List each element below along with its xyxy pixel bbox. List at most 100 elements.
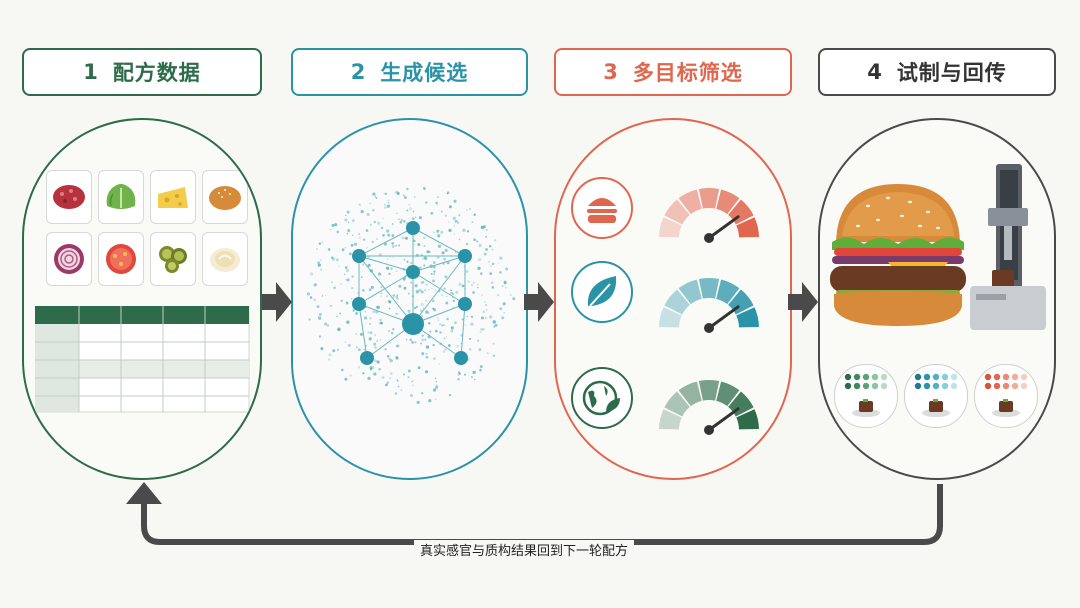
sample-dot [932, 382, 940, 390]
sample-dot [993, 373, 1001, 381]
network-node-hub [402, 313, 424, 335]
gauge-segment [659, 409, 682, 430]
sample-dot [941, 382, 949, 390]
candidate-scatter [306, 186, 516, 405]
sample-cube [999, 401, 1013, 412]
step-4-title: 试制与回传 [896, 61, 1007, 85]
pickles-icon [150, 232, 196, 286]
plate [992, 409, 1020, 417]
sample-dot [1002, 373, 1010, 381]
step-2-title: 生成候选 [380, 61, 469, 85]
burger-icon [571, 177, 633, 239]
taste-gauge [659, 188, 759, 243]
candidate-network [306, 186, 516, 405]
lettuce-icon [98, 170, 144, 224]
sample-dot [984, 382, 992, 390]
gauge-segment [678, 189, 702, 215]
sample-dot [1011, 382, 1019, 390]
gauge-segment [678, 381, 702, 407]
gauge-segment [736, 307, 759, 328]
sample-dot [1020, 373, 1028, 381]
gauge-needle [707, 215, 740, 240]
bun-icon [202, 170, 248, 224]
sample-dot [844, 382, 852, 390]
sample-dots-2 [914, 373, 958, 417]
sample-dot [862, 373, 870, 381]
sample-dot [1011, 373, 1019, 381]
gauge-segment [736, 409, 759, 430]
step-4-panel [818, 118, 1056, 480]
network-node [406, 221, 420, 235]
globe-leaf-icon [571, 367, 633, 429]
network-node [360, 351, 374, 365]
step-3-header: 3 多目标筛选 [554, 48, 792, 96]
gauge-needle [707, 407, 740, 432]
sample-dot [853, 373, 861, 381]
step-3-title: 多目标筛选 [632, 61, 743, 85]
sample-dots-3 [984, 373, 1028, 417]
step-4-header: 4 试制与回传 [818, 48, 1056, 96]
gauge-segment [659, 307, 682, 328]
arrow-2-to-3 [524, 282, 554, 322]
sample-dot [862, 382, 870, 390]
sample-dot [923, 373, 931, 381]
sustainability-gauge [659, 380, 759, 435]
network-node [352, 249, 366, 263]
step-2-header: 2 生成候选 [291, 48, 528, 96]
step-1-panel [22, 118, 262, 480]
beef-mince-icon [46, 170, 92, 224]
gauge-segment [716, 279, 740, 305]
step-3-number: 3 [603, 60, 619, 84]
feedback-label: 真实感官与质构结果回到下一轮配方 [414, 540, 635, 559]
nutrition-gauge [659, 278, 759, 333]
sample-dot [1002, 382, 1010, 390]
onion-icon [46, 232, 92, 286]
gauge-segment [716, 381, 740, 407]
gauge-arc [659, 188, 759, 243]
burger-image [830, 184, 966, 326]
sample-dot [871, 373, 879, 381]
tomato-icon [98, 232, 144, 286]
sample-panel-1 [834, 364, 898, 428]
gauge-segment [698, 188, 720, 209]
sample-dot [932, 373, 940, 381]
step-2-number: 2 [350, 60, 367, 84]
sauce-icon [202, 232, 248, 286]
formula-data-table [35, 306, 250, 413]
step-4-number: 4 [867, 60, 883, 84]
sample-dot [984, 373, 992, 381]
gauge-segment [659, 217, 682, 238]
network-node [406, 265, 420, 279]
step-1-header: 1 配方数据 [22, 48, 262, 96]
burger-criterion-icon [570, 176, 634, 240]
sample-dot [853, 382, 861, 390]
step-3-panel [554, 118, 792, 480]
sample-dot [993, 382, 1001, 390]
gauge-hub [704, 323, 714, 333]
gauge-segment [664, 289, 690, 315]
step-2-panel [291, 118, 528, 480]
gauge-needle [707, 305, 740, 330]
sample-dot [880, 382, 888, 390]
network-node [352, 297, 366, 311]
leaf-criterion-icon [570, 260, 634, 324]
sample-dot [914, 373, 922, 381]
gauge-segment [736, 217, 759, 238]
sample-dot [923, 382, 931, 390]
sample-panel-2 [904, 364, 968, 428]
sample-dot [950, 382, 958, 390]
sample-dots-1 [844, 373, 888, 417]
plate [922, 409, 950, 417]
step-1-number: 1 [83, 60, 99, 84]
globe-criterion-icon [570, 366, 634, 430]
plate [852, 409, 880, 417]
network-node [458, 297, 472, 311]
sample-dot [844, 373, 852, 381]
sample-dot [914, 382, 922, 390]
gauge-segment [664, 199, 690, 225]
gauge-segment [716, 189, 740, 215]
gauge-segment [698, 278, 720, 299]
step-1-title: 配方数据 [112, 61, 201, 85]
gauge-segment [664, 391, 690, 417]
arrow-1-to-2 [262, 282, 292, 322]
